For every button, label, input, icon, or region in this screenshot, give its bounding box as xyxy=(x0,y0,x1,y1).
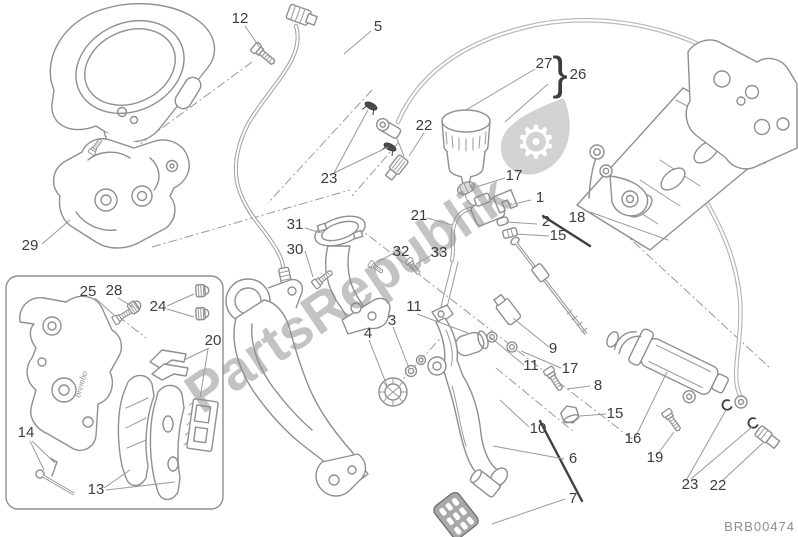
master-cylinder-drawing xyxy=(606,328,729,404)
watermark-text: PartsRepublik xyxy=(173,162,521,425)
callout-23-bottom: 23 xyxy=(682,476,699,493)
callout-19: 19 xyxy=(647,449,664,466)
guard-screw-drawing xyxy=(249,41,279,69)
swingarm-drawing xyxy=(576,39,798,251)
hose-clips-drawing xyxy=(362,101,409,181)
parts-layer: brembo xyxy=(5,3,798,537)
callout-9: 9 xyxy=(549,340,557,357)
pedal-rod-drawing xyxy=(538,419,584,503)
callout-22-top: 22 xyxy=(416,117,433,134)
callout-5: 5 xyxy=(374,18,382,35)
callout-33: 33 xyxy=(431,244,448,261)
hose-adapter-drawing xyxy=(385,154,409,181)
fluid-reservoir-drawing xyxy=(441,109,491,208)
callout-7: 7 xyxy=(569,490,577,507)
seal-and-washers-drawing xyxy=(378,354,427,407)
callout-12: 12 xyxy=(232,10,249,27)
callout-11-mid: 11 xyxy=(523,357,539,374)
callout-15-top: 15 xyxy=(550,227,567,244)
rear-guard-bracket-drawing xyxy=(49,3,216,173)
callout-13: 13 xyxy=(88,481,105,498)
drawing-code: BRB00474 xyxy=(724,519,795,534)
callout-27: 27 xyxy=(536,55,553,72)
callout-25: 25 xyxy=(80,283,97,300)
gear-icon: ⚙ xyxy=(515,116,556,168)
callout-28: 28 xyxy=(106,282,123,299)
callout-4: 4 xyxy=(364,325,372,342)
callout-17-mid: 17 xyxy=(562,360,579,377)
callout-labels: 12 5 27 } 26 22 23 17 1 21 2 18 15 31 30… xyxy=(18,10,727,507)
callout-32: 32 xyxy=(393,243,410,260)
callout-29: 29 xyxy=(22,237,39,254)
callout-11-top: 11 xyxy=(406,298,422,315)
callout-15-mid: 15 xyxy=(607,405,624,422)
sensor-cable-drawing xyxy=(233,3,318,294)
callout-2: 2 xyxy=(542,213,550,230)
footpeg-bracket-drawing xyxy=(225,278,369,497)
reservoir-union-drawing xyxy=(439,181,519,313)
callout-21: 21 xyxy=(411,207,428,224)
leader-lines xyxy=(29,25,765,525)
callout-16: 16 xyxy=(625,430,642,447)
pedal-rubber-drawing xyxy=(433,491,479,537)
callout-24: 24 xyxy=(150,298,167,315)
pad-shim-drawing xyxy=(183,398,219,453)
brake-pedal-drawing xyxy=(427,304,509,537)
banjo-fittings-drawing xyxy=(720,398,781,450)
callout-6: 6 xyxy=(569,450,577,467)
brace-26: } xyxy=(552,47,567,99)
callout-30: 30 xyxy=(287,241,304,258)
watermark-logo gear-droplet-icon: ⚙ xyxy=(500,98,570,175)
brake-pads-drawing xyxy=(117,374,185,501)
callout-31: 31 xyxy=(287,216,304,233)
callout-8: 8 xyxy=(594,377,602,394)
callout-18: 18 xyxy=(569,209,586,226)
callout-17-top: 17 xyxy=(506,167,523,184)
callout-10: 10 xyxy=(530,420,547,437)
rear-caliper-drawing xyxy=(53,136,190,249)
callout-23-top: 23 xyxy=(321,170,338,187)
mounting-bolts-drawing xyxy=(542,365,684,434)
callout-14: 14 xyxy=(18,424,35,441)
callout-26: 26 xyxy=(570,66,587,83)
caliper-detail-box: brembo xyxy=(5,275,224,510)
pushrod-drawing xyxy=(493,236,588,335)
callout-1: 1 xyxy=(536,189,544,206)
callout-3: 3 xyxy=(388,312,396,329)
rocker-bracket-drawing xyxy=(310,215,423,335)
rear-brake-hose-drawing xyxy=(395,17,780,409)
callout-22-bottom: 22 xyxy=(710,477,727,494)
pad-spring-drawing xyxy=(149,349,189,381)
callout-20: 20 xyxy=(205,332,222,349)
brake-rod-drawing xyxy=(541,214,592,248)
pad-pin-drawing xyxy=(35,457,75,496)
